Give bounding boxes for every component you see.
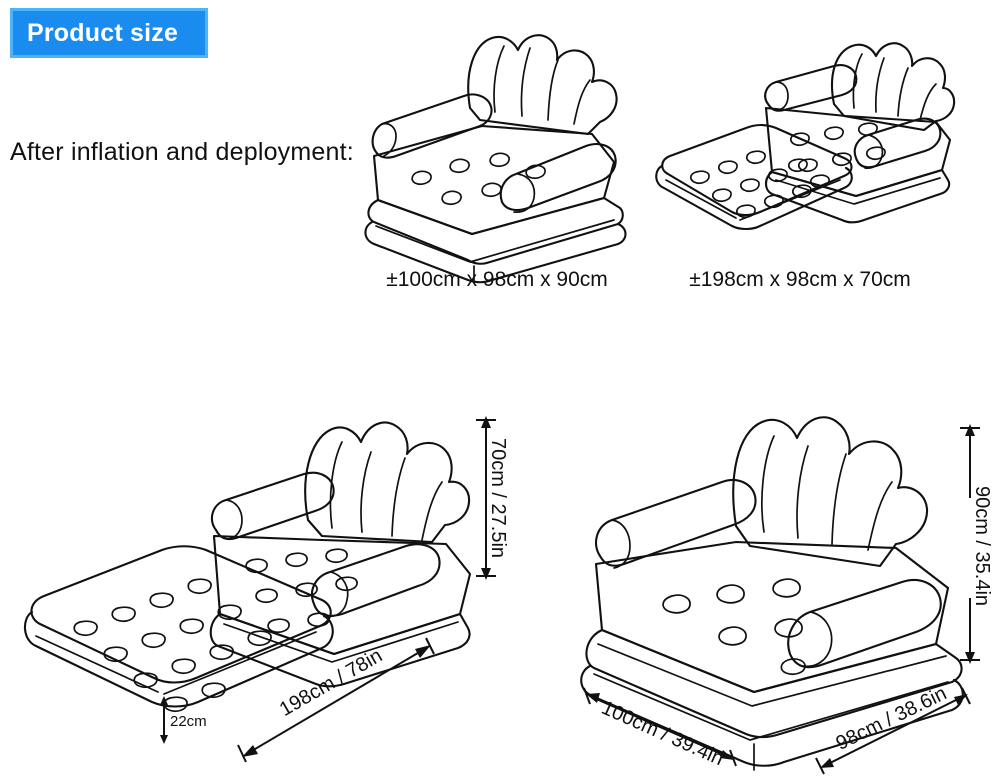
right-armrest <box>310 543 441 618</box>
dimension-thickness-22cm-label: 22cm <box>170 713 207 730</box>
dimension-depth-98cm: 98cm / 38.6in <box>815 682 971 775</box>
illustration-armchair-dimensioned: 90cm / 35.4in 100cm / 39.4in 98cm / 38.6… <box>558 398 1000 778</box>
dimension-width-100cm-label: 100cm / 39.4in <box>598 697 727 770</box>
dimension-length-198cm-label: 198cm / 78in <box>276 645 386 721</box>
caption-sofa-bed-extended: ±198cm x 98cm x 70cm <box>689 268 911 291</box>
left-armrest <box>595 478 757 569</box>
backrest <box>732 416 929 568</box>
dimension-height-70cm: 70cm / 27.5in <box>476 416 509 580</box>
seat-dimples <box>662 578 806 676</box>
seat-section <box>209 534 472 688</box>
right-armrest <box>499 142 617 213</box>
dimension-height-90cm-label: 90cm / 35.4in <box>971 486 993 606</box>
backrest <box>830 42 956 132</box>
seat-section <box>764 106 952 224</box>
dimension-thickness-22cm: 22cm <box>160 696 207 744</box>
caption-armchair-folded: ±100cm x 98cm x 90cm <box>386 268 608 291</box>
illustration-sofa-bed-extended <box>648 30 958 262</box>
right-armrest <box>853 117 942 169</box>
seat-dimples <box>790 122 886 173</box>
seat-cushion <box>372 124 616 236</box>
dimension-length-198cm: 198cm / 78in <box>237 637 435 763</box>
left-armrest <box>764 64 858 112</box>
product-size-badge-label: Product size <box>27 18 179 47</box>
dimension-height-70cm-label: 70cm / 27.5in <box>487 438 509 558</box>
intro-text: After inflation and deployment: <box>10 138 354 166</box>
product-size-badge: Product size <box>10 8 208 58</box>
right-armrest <box>787 578 942 669</box>
dimension-height-90cm: 90cm / 35.4in <box>960 424 993 664</box>
left-armrest <box>371 93 493 159</box>
mattress-extension <box>655 123 853 231</box>
backrest <box>304 421 471 544</box>
dimension-depth-98cm-label: 98cm / 38.6in <box>833 682 951 754</box>
base-layers <box>364 196 627 284</box>
backrest <box>467 34 618 136</box>
illustration-armchair-folded <box>352 22 642 284</box>
seat-dimples <box>411 152 546 206</box>
mattress-extension <box>23 545 334 713</box>
dimension-width-100cm: 100cm / 39.4in <box>583 687 737 770</box>
illustration-sofa-bed-dimensioned: 70cm / 27.5in 198cm / 78in 22cm <box>18 400 518 778</box>
